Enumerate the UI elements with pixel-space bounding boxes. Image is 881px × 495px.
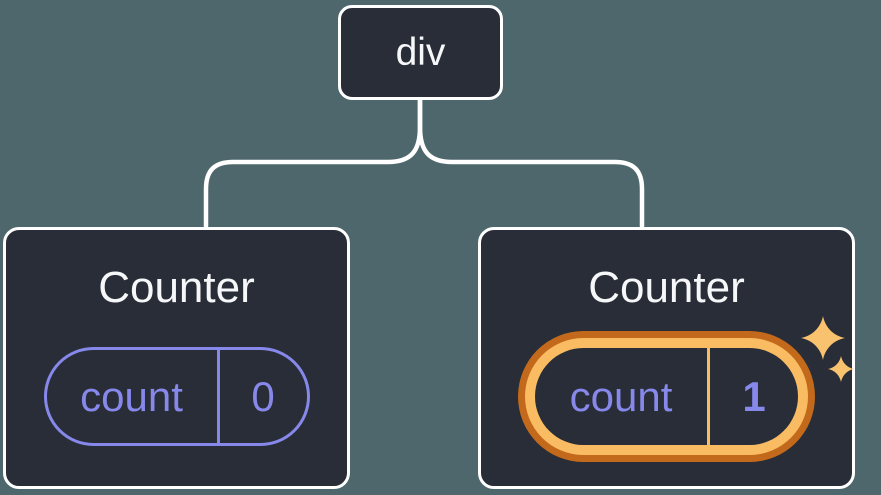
connector-left-branch: [203, 97, 423, 229]
sparkle-icon-large: [801, 316, 845, 360]
sparkle-icon-small: [828, 356, 854, 382]
state-pill-highlighted: count 1: [535, 348, 798, 445]
root-node-div: div: [338, 5, 503, 100]
connector-right-branch: [417, 97, 645, 229]
pill-divider: [707, 348, 710, 445]
counter-component-card-right: Counter count 1: [478, 227, 855, 489]
state-value: 1: [742, 372, 766, 420]
component-title: Counter: [588, 263, 745, 312]
state-value: 0: [251, 372, 275, 420]
root-node-label: div: [395, 30, 446, 74]
component-title: Counter: [98, 263, 255, 312]
state-pill-inner-ring: count 1: [525, 338, 808, 455]
sparkle-icons: [801, 316, 854, 382]
counter-component-card-left: Counter count 0: [3, 227, 350, 489]
state-name: count: [80, 372, 183, 420]
state-name: count: [569, 372, 673, 420]
pill-divider: [216, 350, 220, 443]
state-pill: count 0: [43, 347, 310, 446]
state-pill-highlight-ring: count 1: [518, 331, 815, 462]
